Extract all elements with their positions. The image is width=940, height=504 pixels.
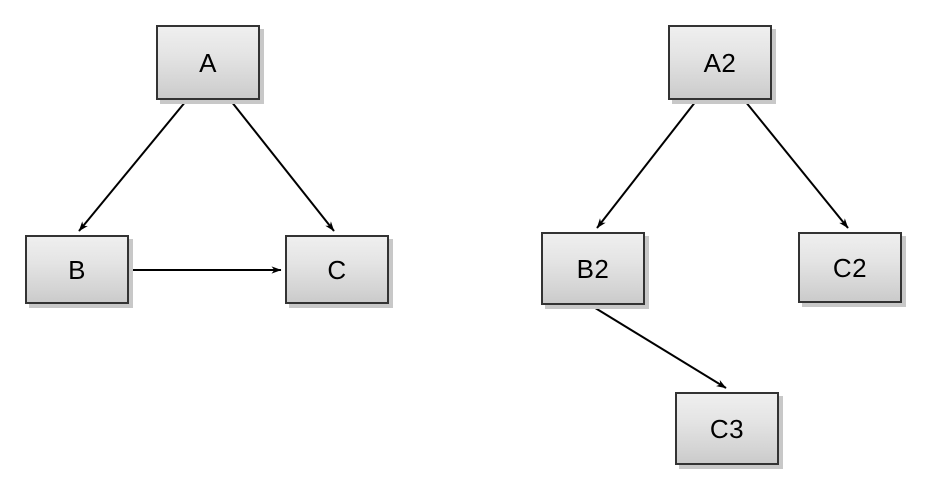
node-label-b: B — [68, 254, 86, 285]
edge-a2-to-c2 — [744, 100, 849, 229]
node-label-a2: A2 — [703, 47, 737, 78]
edge-b2-to-c3 — [591, 305, 727, 389]
edge-a-to-b — [78, 100, 187, 232]
node-label-b2: B2 — [576, 253, 610, 284]
node-c2[interactable]: C2 — [798, 232, 902, 303]
node-b[interactable]: B — [25, 235, 129, 304]
node-label-c3: C3 — [709, 413, 745, 444]
node-c3[interactable]: C3 — [675, 392, 779, 465]
edge-a2-to-b2 — [596, 100, 697, 229]
edge-a-to-c — [230, 100, 335, 232]
node-b2[interactable]: B2 — [541, 232, 645, 305]
node-label-c2: C2 — [832, 252, 868, 283]
node-c[interactable]: C — [285, 235, 389, 304]
node-a2[interactable]: A2 — [668, 25, 772, 100]
node-label-c: C — [327, 254, 347, 285]
node-label-a: A — [199, 47, 217, 78]
node-a[interactable]: A — [156, 25, 260, 100]
